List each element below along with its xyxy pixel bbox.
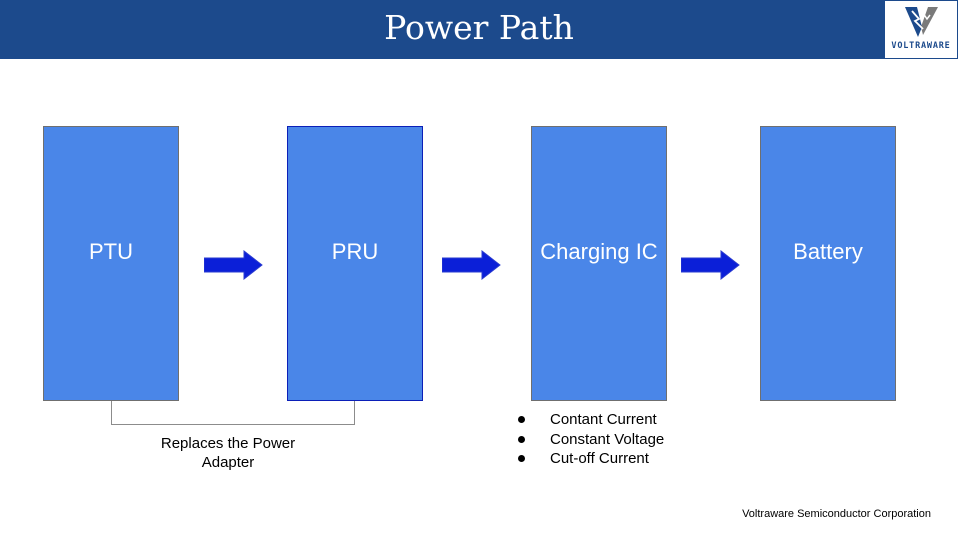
bullet-icon [518, 416, 525, 423]
list-item: Cut-off Current [515, 449, 664, 469]
list-item: Contant Current [515, 410, 664, 430]
charging-ic-feature-list: Contant Current Constant Voltage Cut-off… [515, 410, 664, 469]
page-title: Power Path [384, 8, 574, 47]
note-line-1: Replaces the Power [160, 435, 296, 452]
bullet-icon [518, 455, 525, 462]
footer-company-name: Voltraware Semiconductor Corporation [742, 508, 931, 520]
list-item: Constant Voltage [515, 430, 664, 450]
charging-ic-label: Charging IC [540, 239, 658, 264]
bullet-icon [518, 435, 525, 443]
pru-block[interactable]: PRU [287, 126, 423, 401]
arrow-right-icon [681, 250, 740, 280]
arrow-right-icon [204, 250, 263, 280]
company-logo: VOLTRAWARE [885, 1, 957, 58]
title-bar: Power Path VOLTRAWARE [0, 0, 958, 59]
feature-text: Contant Current [550, 411, 657, 428]
battery-block[interactable]: Battery [760, 126, 896, 401]
voltraware-logo-icon [905, 7, 938, 37]
charging-ic-block[interactable]: Charging IC [531, 126, 667, 401]
bracket-note: Replaces the Power Adapter [128, 434, 328, 472]
ptu-pru-bracket [111, 401, 355, 425]
battery-label: Battery [793, 239, 863, 264]
note-line-2: Adapter [201, 454, 255, 471]
feature-text: Constant Voltage [550, 430, 665, 448]
logo-wordmark: VOLTRAWARE [891, 41, 951, 51]
ptu-label: PTU [89, 239, 133, 264]
ptu-block[interactable]: PTU [43, 126, 179, 401]
feature-text: Cut-off Current [550, 450, 649, 467]
arrow-right-icon [442, 250, 501, 280]
pru-label: PRU [331, 239, 379, 264]
